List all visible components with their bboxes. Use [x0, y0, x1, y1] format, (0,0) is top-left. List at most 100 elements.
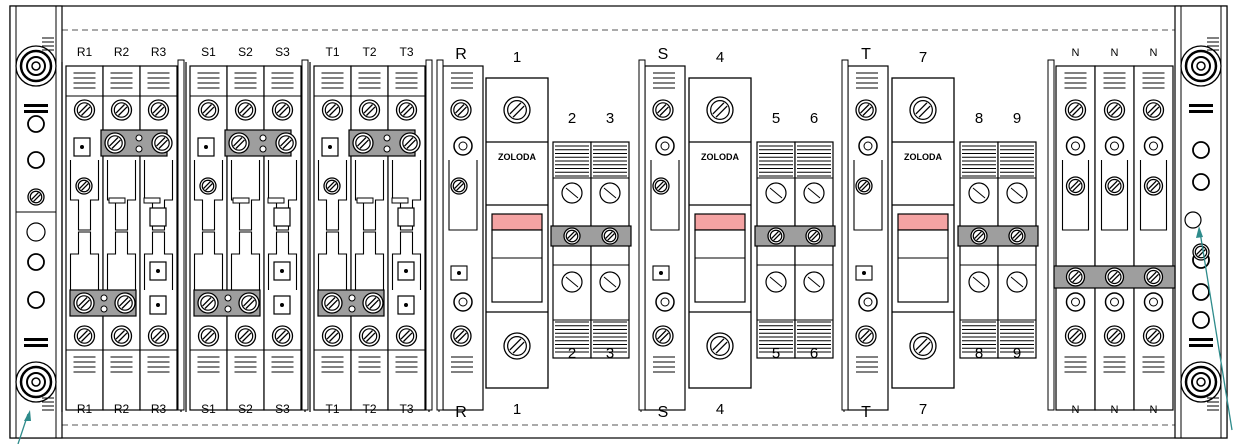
terminal-label-bottom: S1	[201, 402, 216, 416]
terminal-number-top: 5	[772, 110, 780, 127]
clamp-hatch	[962, 321, 996, 353]
left-mounting-rail	[9, 5, 63, 439]
screw-icon	[1104, 176, 1125, 196]
screw-icon	[1142, 325, 1165, 347]
bridge-jumper-bottom	[193, 289, 261, 317]
fuse-indicator	[897, 213, 949, 231]
bridge-jumper-bottom	[69, 289, 137, 317]
clamp-hatch	[1103, 356, 1126, 373]
terminal-label-bottom: S3	[275, 402, 290, 416]
fuse-screw-icon	[706, 332, 734, 360]
clamp-hatch	[321, 356, 344, 373]
screw-icon	[1065, 176, 1086, 196]
terminal-number-bottom: 2	[568, 345, 576, 362]
screw-icon	[321, 325, 344, 347]
screw-icon	[352, 132, 374, 154]
screw-icon	[855, 99, 877, 121]
screw-icon	[1103, 325, 1126, 347]
phase-terminal	[841, 59, 889, 412]
clamp-hatch	[395, 356, 418, 373]
screw-icon	[275, 132, 297, 154]
neutral-block	[1047, 59, 1176, 411]
screw-icon	[151, 132, 173, 154]
screw-icon	[1008, 227, 1026, 245]
screw-icon	[399, 132, 421, 154]
terminal-number-bottom: 6	[810, 345, 818, 362]
clamp-hatch	[358, 72, 381, 89]
fuse-holder	[891, 77, 955, 389]
mounting-hole-icon	[27, 115, 45, 133]
terminal-cell	[350, 65, 389, 411]
screw-icon	[147, 99, 170, 121]
terminal-group-2	[185, 59, 309, 412]
clamp-hatch	[234, 72, 257, 89]
terminal-label-bottom: S2	[238, 402, 253, 416]
phase-label-top: S	[658, 46, 669, 63]
terminal-label-bottom: T3	[399, 402, 413, 416]
screw-icon	[321, 99, 344, 121]
phase-label-bottom: R	[455, 404, 467, 421]
screw-icon	[1142, 99, 1165, 121]
fuse-window	[694, 229, 746, 303]
phase-label-top: R	[455, 46, 467, 63]
mounting-bolt-icon	[15, 361, 57, 403]
screw-icon	[75, 177, 93, 195]
fuse-indicator	[694, 213, 746, 231]
screw-icon	[1143, 176, 1164, 196]
screw-icon	[73, 99, 96, 121]
terminal-number-top: 2	[568, 110, 576, 127]
terminal-label-bottom: R1	[77, 402, 93, 416]
terminal-cell	[313, 65, 352, 411]
clamp-hatch	[1064, 72, 1087, 89]
terminal-label-top: T1	[325, 45, 339, 59]
fuse-holder	[485, 77, 549, 389]
terminal-number-bottom: 3	[606, 345, 614, 362]
clamp-hatch	[797, 321, 831, 353]
bridge-jumper-top	[224, 129, 297, 157]
screw-icon	[1104, 267, 1125, 287]
hole-icon	[26, 222, 46, 242]
clamp-hatch	[42, 37, 54, 51]
brand-label: ZOLODA	[904, 152, 942, 162]
terminal-pair	[754, 141, 836, 359]
clamp-hatch	[1142, 72, 1165, 89]
fuse-window	[897, 229, 949, 303]
mounting-hole-icon	[27, 291, 45, 309]
screw-icon	[234, 99, 257, 121]
terminal-cell	[189, 65, 228, 411]
screw-icon	[358, 325, 381, 347]
screw-icon	[321, 292, 343, 314]
clamp-hatch	[73, 356, 96, 373]
terminal-number-bottom: 5	[772, 345, 780, 362]
terminal-label-bottom: T2	[362, 402, 376, 416]
screw-icon	[652, 325, 674, 347]
neutral-label-bottom: N	[1150, 404, 1158, 416]
hole-icon	[1184, 211, 1202, 229]
clamp-hatch	[110, 356, 133, 373]
terminal-label-top: S1	[201, 45, 216, 59]
terminal-label-top: T2	[362, 45, 376, 59]
phase-label-bottom: T	[861, 404, 871, 421]
annotation-arrows	[17, 226, 1233, 444]
screw-icon	[271, 99, 294, 121]
clamp-hatch	[653, 72, 675, 89]
mounting-bolt-icon	[15, 45, 57, 87]
clamp-hatch	[759, 145, 793, 177]
clamp-hatch	[147, 356, 170, 373]
fuse-screw-icon	[909, 332, 937, 360]
neutral-label-bottom: N	[1072, 404, 1080, 416]
clamp-hatch	[1142, 356, 1165, 373]
clamp-hatch	[110, 72, 133, 89]
screw-icon	[855, 177, 873, 195]
screw-icon	[970, 227, 988, 245]
clamp-hatch	[451, 356, 473, 373]
screw-icon	[450, 99, 472, 121]
screw-icon	[1064, 325, 1087, 347]
bridge-jumper-bottom	[317, 289, 385, 317]
terminal-cell	[387, 65, 426, 411]
fuse-window	[491, 229, 543, 303]
screw-icon	[1064, 99, 1087, 121]
fuse-number-bottom: 7	[919, 401, 927, 418]
mounting-hole-icon	[27, 151, 45, 169]
screw-icon	[199, 177, 217, 195]
